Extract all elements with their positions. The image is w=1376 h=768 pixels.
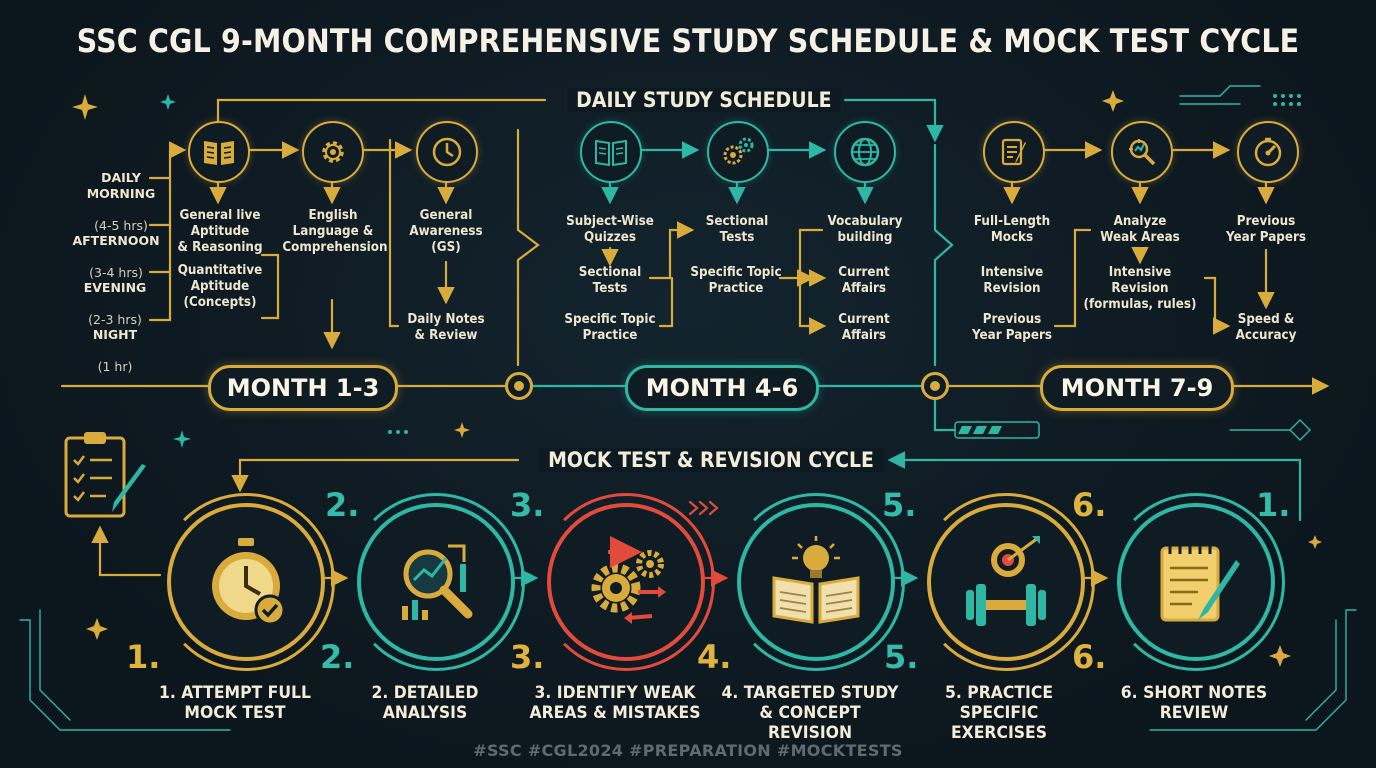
- dumbbell-target-icon: [966, 536, 1046, 626]
- notepad-pen-icon: [1160, 544, 1240, 622]
- step-6-circle: [1107, 493, 1285, 671]
- checklist-pen-icon: [983, 121, 1045, 183]
- phase3-item-mocks: Full-Length Mocks: [973, 214, 1051, 245]
- step-5-label: 5. PRACTICE SPECIFIC EXERCISES: [944, 683, 1054, 743]
- step-3-circle: [537, 493, 715, 671]
- analyze-icon: [1111, 121, 1173, 183]
- phase3-item-speed: Speed & Accuracy: [1235, 312, 1297, 343]
- step-1-circle: [157, 493, 335, 671]
- phase3-item-pyp-a: Previous Year Papers: [971, 312, 1053, 343]
- globe-icon: [834, 121, 896, 183]
- speedometer-icon: [1237, 121, 1299, 183]
- month-4-6-pill: MONTH 4-6: [625, 365, 819, 411]
- hashtags-footer: #SSC #CGL2024 #PREPARATION #MOCKTESTS: [473, 741, 903, 760]
- gear-icon: [302, 121, 364, 183]
- phase3-item-weak: Analyze Weak Areas: [1100, 214, 1180, 245]
- slot-morning: DAILY MORNING (4-5 hrs): [76, 154, 166, 250]
- step-6-label: 6. SHORT NOTES REVIEW: [1120, 683, 1268, 723]
- gears-icon: [707, 121, 769, 183]
- slot-morning-hours: (4-5 hrs): [94, 218, 148, 233]
- phase2-item-quizzes: Subject-Wise Quizzes: [566, 214, 654, 245]
- timeline-node-2: [921, 372, 949, 400]
- phase1-item-english: English Language & Comprehension: [282, 208, 388, 255]
- slot-night: NIGHT (1 hr): [72, 311, 158, 391]
- slot-morning-name: DAILY MORNING: [86, 170, 156, 201]
- step-3-top-number: 3.: [510, 486, 545, 524]
- phase1-item-ga: General Awareness (GS): [409, 208, 483, 255]
- phase1-item-notes: Daily Notes & Review: [407, 312, 485, 343]
- step-6-top-number: 6.: [1072, 486, 1107, 524]
- step-2-top-number: 2.: [325, 486, 360, 524]
- step-5-circle: [917, 493, 1095, 671]
- book-icon: [188, 121, 250, 183]
- slot-night-name: NIGHT: [92, 327, 138, 342]
- step-2-number: 2.: [320, 638, 355, 676]
- phase3-item-pyp-b: Previous Year Papers: [1225, 214, 1307, 245]
- slot-evening-hours: (2-3 hrs): [88, 312, 142, 327]
- month-1-3-pill: MONTH 1-3: [208, 365, 398, 411]
- stopwatch-check-icon: [212, 538, 286, 626]
- book-icon: [580, 121, 642, 183]
- phase3-item-intensive: Intensive Revision (formulas, rules): [1083, 265, 1197, 312]
- step-5-top-number: 5.: [882, 486, 917, 524]
- page-title: SSC CGL 9-MONTH COMPREHENSIVE STUDY SCHE…: [76, 22, 1300, 60]
- phase2-item-affairs-a: Current Affairs: [838, 265, 890, 296]
- phase2-item-topic-a: Specific Topic Practice: [564, 312, 656, 343]
- phase2-item-sectional-a: Sectional Tests: [578, 265, 642, 296]
- slot-evening: EVENING (2-3 hrs): [72, 264, 158, 344]
- slot-afternoon: AFTERNOON (3-4 hrs): [72, 217, 160, 297]
- step-4-label: 4. TARGETED STUDY & CONCEPT REVISION: [721, 683, 899, 743]
- gears-arrows-icon: [591, 536, 666, 624]
- step-4-circle: [727, 493, 905, 671]
- phase3-item-revision: Intensive Revision: [980, 265, 1044, 296]
- timeline-node-1: [505, 372, 533, 400]
- step-5-number: 5.: [884, 638, 919, 676]
- slot-evening-name: EVENING: [83, 280, 147, 295]
- daily-schedule-heading: DAILY STUDY SCHEDULE: [567, 88, 841, 112]
- phase2-item-topic-b: Specific Topic Practice: [690, 265, 782, 296]
- slot-afternoon-hours: (3-4 hrs): [89, 265, 143, 280]
- step-4-number: 4.: [697, 638, 732, 676]
- step-2-circle: [347, 493, 525, 671]
- step-3-label: 3. IDENTIFY WEAK AREAS & MISTAKES: [529, 683, 701, 723]
- phase2-item-vocab: Vocabulary building: [827, 214, 903, 245]
- step-3-number: 3.: [510, 638, 545, 676]
- phase2-item-affairs-b: Current Affairs: [838, 312, 890, 343]
- magnifier-chart-icon: [402, 544, 473, 620]
- return-step-number: 1.: [1256, 486, 1291, 524]
- step-6-number: 6.: [1072, 638, 1107, 676]
- clock-icon: [416, 121, 478, 183]
- phase1-item-quant: Quantitative Aptitude (Concepts): [177, 263, 263, 310]
- step-1-number: 1.: [126, 638, 161, 676]
- step-1-label: 1. ATTEMPT FULL MOCK TEST: [158, 683, 312, 723]
- phase2-item-sectional-b: Sectional Tests: [705, 214, 769, 245]
- step-2-label: 2. DETAILED ANALYSIS: [371, 683, 479, 723]
- month-7-9-pill: MONTH 7-9: [1040, 365, 1234, 411]
- phase1-item-aptitude: General live Aptitude & Reasoning: [177, 208, 263, 255]
- slot-afternoon-name: AFTERNOON: [72, 233, 160, 248]
- cycle-heading: MOCK TEST & REVISION CYCLE: [539, 448, 883, 472]
- slot-night-hours: (1 hr): [97, 359, 133, 374]
- clipboard-checklist-icon: [62, 428, 152, 528]
- book-bulb-icon: [772, 536, 860, 624]
